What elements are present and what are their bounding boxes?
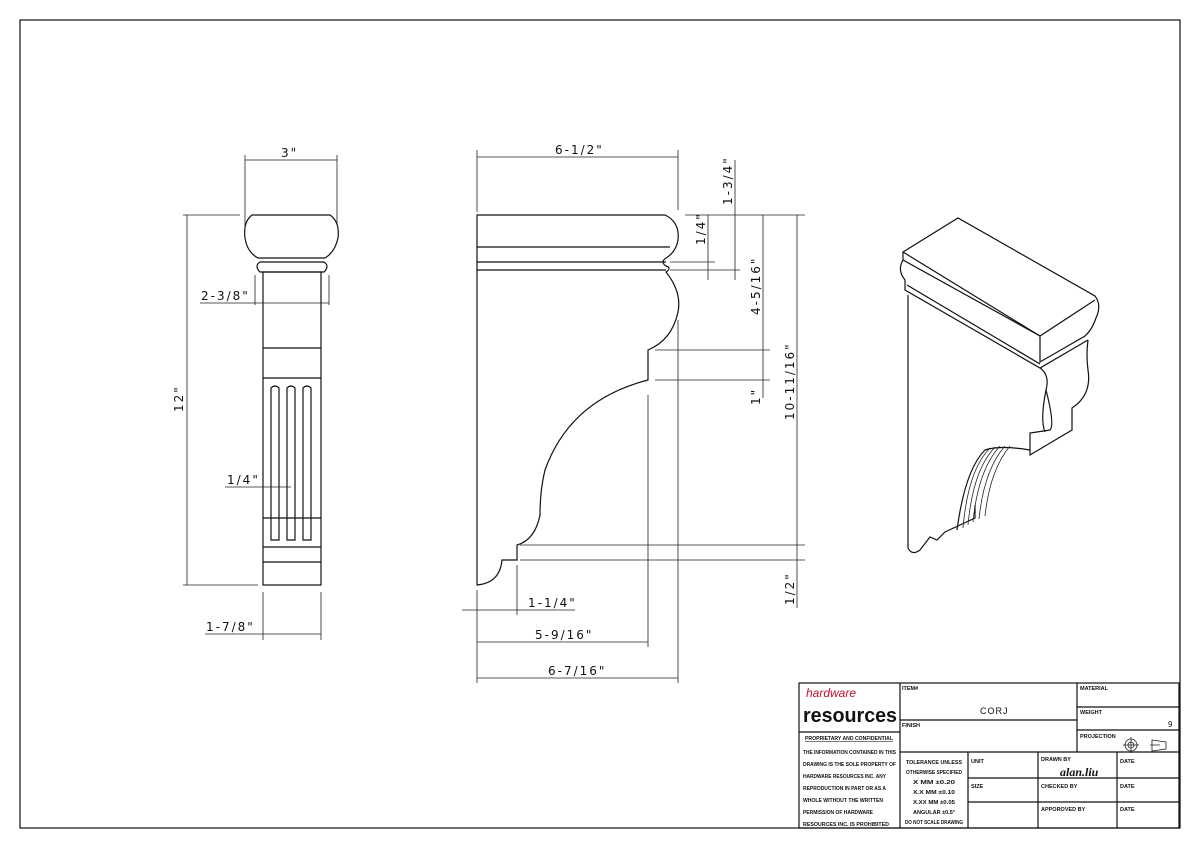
checked-by-label: CHECKED BY [1041,784,1078,790]
proprietary-line: REPRODUCTION IN PART OR AS A [803,786,886,792]
dim-cap-height: 1-3/4" [721,156,735,205]
dim-base-step: 1/2" [783,572,797,605]
dim-top-depth: 6-1/2" [555,143,604,157]
tolerance-line: ANGULAR ±0.5° [913,810,955,816]
tolerance-line: X.XX MM ±0.05 [913,800,955,806]
date-label: DATE [1120,784,1135,790]
proprietary-line: WHOLE WITHOUT THE WRITTEN [803,798,883,804]
tolerance-line: X.X MM ±0.10 [913,790,955,796]
dim-width-top: 3" [281,146,298,160]
dim-band: 1/4" [694,212,708,245]
front-view: 3" 2-3/8" 12" 1/4" 1-7/8" [172,146,339,640]
finish-label: FINISH [902,723,920,729]
weight-label: WEIGHT [1080,710,1103,716]
proprietary-line: RESOURCES INC. IS PROHIBITED [803,822,889,828]
projection-label: PROJECTION [1080,734,1116,740]
proprietary-line: PERMISSION OF HARDWARE [803,810,873,816]
dim-toe: 1-1/4" [528,596,577,610]
date-label: DATE [1120,807,1135,813]
drawn-by-label: DRAWN BY [1041,757,1071,763]
logo-resources: resources [803,705,897,727]
side-view: 6-1/2" 1-1/4" 5-9/16" 6-7/16" 1/4" 1-3/4… [462,143,805,683]
size-label: SIZE [971,784,984,790]
unit-label: UNIT [971,759,984,765]
proprietary-line: HARDWARE RESOURCES INC. ANY [803,774,886,780]
tolerance-line: OTHERWISE SPECIFIED [906,770,962,776]
proprietary-line: DRAWING IS THE SOLE PROPERTY OF [803,762,897,768]
projection-symbol-icon [1123,737,1167,753]
item-value: CORJ [980,706,1009,716]
dim-upper-profile: 4-5/16" [749,257,763,315]
title-block: hardware resources PROPRIETARY AND CONFI… [798,682,1180,829]
dim-overall-height: 10-11/16" [783,342,797,420]
dim-height: 12" [172,385,186,412]
proprietary-heading: PROPRIETARY AND CONFIDENTIAL [805,736,894,742]
dim-flute: 1/4" [227,473,260,487]
sheet-border [19,19,1181,829]
dim-width-bottom: 1-7/8" [206,620,255,634]
approved-by-label: APPOROVED BY [1041,807,1086,813]
date-label: DATE [1120,759,1135,765]
dim-neck: 2-3/8" [201,289,250,303]
dim-step: 1" [749,388,763,405]
tolerance-line: X MM ±0.20 [913,780,955,786]
material-label: MATERIAL [1080,686,1109,692]
weight-value: 9 [1168,720,1173,729]
tolerance-line: DO NOT SCALE DRAWING [905,820,963,826]
proprietary-line: THE INFORMATION CONTAINED IN THIS [803,750,896,756]
dim-mid-depth: 5-9/16" [535,628,593,642]
logo-hardware: hardware [806,686,856,700]
drawn-by-signature: alan.liu [1060,765,1099,779]
isometric-view [899,217,1100,554]
tolerance-line: TOLERANCE UNLESS [906,760,962,766]
dim-base-depth: 6-7/16" [548,664,606,678]
item-label: ITEM# [902,686,918,692]
